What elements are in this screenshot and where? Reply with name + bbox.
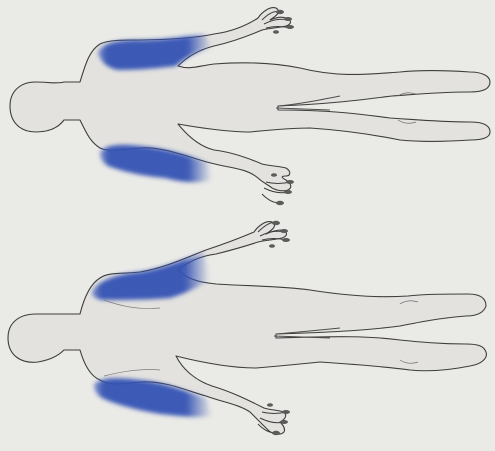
paper-texture (0, 0, 495, 451)
body-diagram-svg (0, 0, 495, 451)
body-diagram-figure (0, 0, 495, 451)
